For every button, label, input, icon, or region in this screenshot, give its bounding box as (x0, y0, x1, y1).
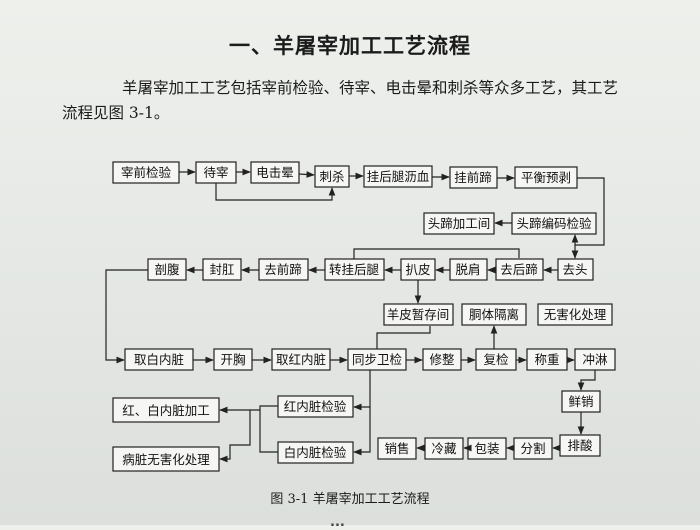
svg-text:羊皮暂存间: 羊皮暂存间 (387, 307, 450, 322)
svg-text:分割: 分割 (520, 441, 545, 456)
svg-text:无害化处理: 无害化处理 (544, 307, 607, 322)
flow-step-open-chest: 开胸 (213, 348, 253, 371)
flow-step-white-offal-inspection: 白内脏检验 (277, 441, 354, 464)
svg-text:红、白内脏加工: 红、白内脏加工 (122, 403, 210, 418)
flow-step-carcass-isolation: 胴体隔离 (461, 303, 527, 326)
svg-text:鲜销: 鲜销 (568, 394, 593, 409)
svg-text:称重: 称重 (534, 352, 559, 367)
flow-step-head-hoof-code-inspection: 头蹄编码检验 (511, 212, 597, 235)
flow-step-remove-head: 去头 (557, 258, 594, 281)
svg-text:头蹄编码检验: 头蹄编码检验 (516, 216, 592, 231)
svg-text:取红内脏: 取红内脏 (276, 352, 326, 367)
svg-text:排酸: 排酸 (567, 438, 593, 453)
flow-step-diseased-offal-disposal: 病脏无害化处理 (112, 446, 220, 472)
svg-text:冲淋: 冲淋 (582, 352, 608, 367)
svg-text:病脏无害化处理: 病脏无害化处理 (122, 452, 210, 467)
flow-connectors (105, 168, 605, 463)
flow-step-electric-stunning: 电击晕 (250, 161, 300, 184)
svg-text:头蹄加工间: 头蹄加工间 (428, 216, 491, 231)
flow-step-fresh-sale: 鲜销 (561, 390, 601, 413)
svg-text:取白内脏: 取白内脏 (134, 352, 184, 367)
flow-step-trimming: 修整 (422, 348, 462, 371)
svg-text:待宰: 待宰 (203, 165, 228, 180)
svg-text:封肛: 封肛 (209, 262, 234, 277)
flow-step-cutting: 分割 (513, 437, 553, 460)
flow-step-offal-processing: 红、白内脏加工 (112, 397, 220, 423)
svg-text:平衡预剥: 平衡预剥 (521, 170, 571, 185)
flow-step-harmless-disposal: 无害化处理 (537, 303, 613, 326)
flow-step-head-hoof-processing: 头蹄加工间 (423, 212, 495, 235)
flow-step-take-red-offal: 取红内脏 (271, 348, 331, 371)
flow-step-hang-hind-legs-bleed: 挂后腿沥血 (363, 165, 433, 188)
svg-text:胴体隔离: 胴体隔离 (469, 307, 519, 322)
svg-text:销售: 销售 (384, 441, 409, 456)
flow-step-skinning: 扒皮 (400, 258, 436, 281)
flow-step-skin-storage: 羊皮暂存间 (383, 303, 454, 326)
flow-step-packaging: 包装 (467, 437, 507, 460)
svg-text:剖腹: 剖腹 (154, 262, 180, 277)
flow-step-hang-front-hooves: 挂前蹄 (449, 166, 498, 189)
flow-step-weighing: 称重 (526, 348, 568, 371)
flow-step-cold-storage: 冷藏 (424, 437, 464, 460)
flow-step-rinsing: 冲淋 (574, 348, 616, 371)
intro-paragraph-line1: 羊屠宰加工工艺包括宰前检验、待宰、电击晕和刺杀等众多工艺，其工艺 (122, 79, 619, 97)
svg-text:宰前检验: 宰前检验 (121, 165, 172, 180)
flow-step-pre-slaughter-inspection: 宰前检验 (112, 161, 180, 184)
svg-text:刺杀: 刺杀 (319, 169, 344, 184)
svg-text:电击晕: 电击晕 (256, 165, 294, 180)
bottom-cutoff-text: ... (330, 515, 345, 530)
svg-text:冷藏: 冷藏 (431, 441, 457, 456)
svg-text:挂后腿沥血: 挂后腿沥血 (367, 169, 430, 184)
svg-text:红内脏检验: 红内脏检验 (284, 399, 347, 414)
flow-step-transfer-hind-legs: 转挂后腿 (324, 258, 385, 281)
intro-paragraph-line2: 流程见图 3-1。 (62, 104, 170, 122)
svg-text:扒皮: 扒皮 (405, 262, 430, 277)
flow-step-recheck: 复检 (475, 348, 517, 371)
flow-step-waiting: 待宰 (195, 161, 237, 184)
flow-step-acid-removal: 排酸 (559, 434, 601, 457)
svg-text:白内脏检验: 白内脏检验 (284, 445, 347, 460)
svg-text:脱肩: 脱肩 (455, 262, 480, 277)
flow-step-red-offal-inspection: 红内脏检验 (277, 395, 354, 418)
svg-text:复检: 复检 (483, 352, 509, 367)
svg-text:同步卫检: 同步卫检 (352, 352, 403, 367)
flow-step-take-white-offal: 取白内脏 (124, 348, 194, 371)
flow-step-remove-hind-hooves: 去后蹄 (495, 258, 544, 281)
flow-step-balance-pre-skin: 平衡预剥 (514, 166, 578, 189)
flow-step-sales: 销售 (377, 437, 417, 460)
flow-step-sync-inspection: 同步卫检 (347, 348, 407, 371)
section-title: 一、羊屠宰加工工艺流程 (229, 34, 471, 58)
flow-step-sticking: 刺杀 (314, 165, 350, 188)
svg-text:去后蹄: 去后蹄 (500, 262, 538, 277)
flow-step-open-belly: 剖腹 (147, 258, 187, 281)
flow-step-seal-anus: 封肛 (202, 258, 242, 281)
svg-text:修整: 修整 (429, 352, 455, 367)
svg-text:包装: 包装 (474, 441, 499, 456)
flow-step-shoulder-removal: 脱肩 (449, 258, 488, 281)
svg-text:转挂后腿: 转挂后腿 (329, 262, 380, 277)
svg-text:挂前蹄: 挂前蹄 (454, 170, 492, 185)
svg-text:去前蹄: 去前蹄 (264, 262, 302, 277)
svg-text:开胸: 开胸 (220, 352, 245, 367)
figure-caption: 图 3-1 羊屠宰加工工艺流程 (270, 492, 430, 507)
svg-text:去头: 去头 (562, 262, 587, 277)
flow-step-remove-front-hooves: 去前蹄 (258, 258, 309, 281)
